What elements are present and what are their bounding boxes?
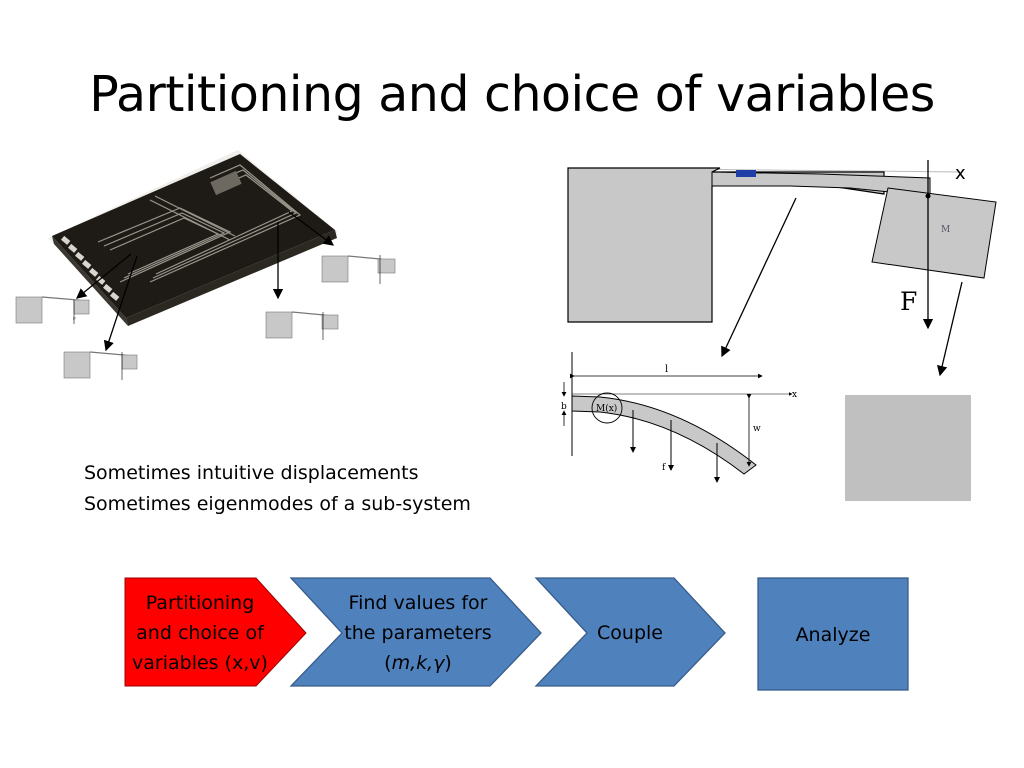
x-marker-label: x — [955, 163, 966, 184]
large-cantilever: M F x — [567, 160, 997, 330]
flow-step-find-values[interactable] — [289, 577, 542, 687]
step2-line: Find values for — [348, 592, 488, 614]
flow-step-couple[interactable] — [534, 577, 726, 687]
flow-step-analyze[interactable] — [757, 577, 909, 691]
b-label: b — [561, 402, 567, 412]
small-cantilever-4 — [321, 255, 396, 284]
note-line: Sometimes intuitive displacements — [84, 462, 419, 484]
step2-label: Find values for the parameters (m,k,γ) — [330, 588, 506, 678]
step1-line: Partitioning — [145, 592, 255, 614]
gray-square — [845, 395, 971, 501]
device-arrows — [75, 211, 335, 352]
process-flow — [124, 577, 909, 691]
small-force-label: F — [73, 316, 76, 321]
slide-title: Partitioning and choice of variables — [89, 66, 935, 123]
step4-label: Analyze — [795, 624, 871, 646]
force-label: F — [900, 287, 917, 316]
length-label: l — [665, 364, 668, 375]
step1-line: variables (x,v) — [132, 652, 268, 674]
mems-device-image — [48, 150, 338, 326]
flow-step-partitioning[interactable] — [124, 577, 307, 687]
step3-label: Couple — [597, 622, 663, 644]
step1-label: Partitioning and choice of variables (x,… — [125, 588, 275, 678]
moment-label: M(x) — [596, 403, 617, 414]
mass-label: M — [941, 225, 950, 235]
step1-line: and choice of — [136, 622, 264, 644]
cantilever-arrows — [721, 197, 963, 377]
small-cantilever-1: F — [15, 296, 90, 324]
small-cantilever-2 — [63, 351, 138, 380]
note-line: Sometimes eigenmodes of a sub-system — [84, 493, 471, 515]
w-label: w — [753, 424, 761, 434]
step2-line: the parameters — [344, 622, 492, 644]
beam-diagram: l x b M(x) f w — [561, 352, 797, 483]
x-axis-label: x — [792, 390, 797, 400]
step2-params-text: m,k,γ — [391, 652, 445, 674]
f-label: f — [662, 463, 666, 473]
notes: Sometimes intuitive displacements Someti… — [84, 458, 471, 520]
step2-params: (m,k,γ) — [384, 652, 452, 674]
small-cantilever-3 — [265, 311, 339, 340]
